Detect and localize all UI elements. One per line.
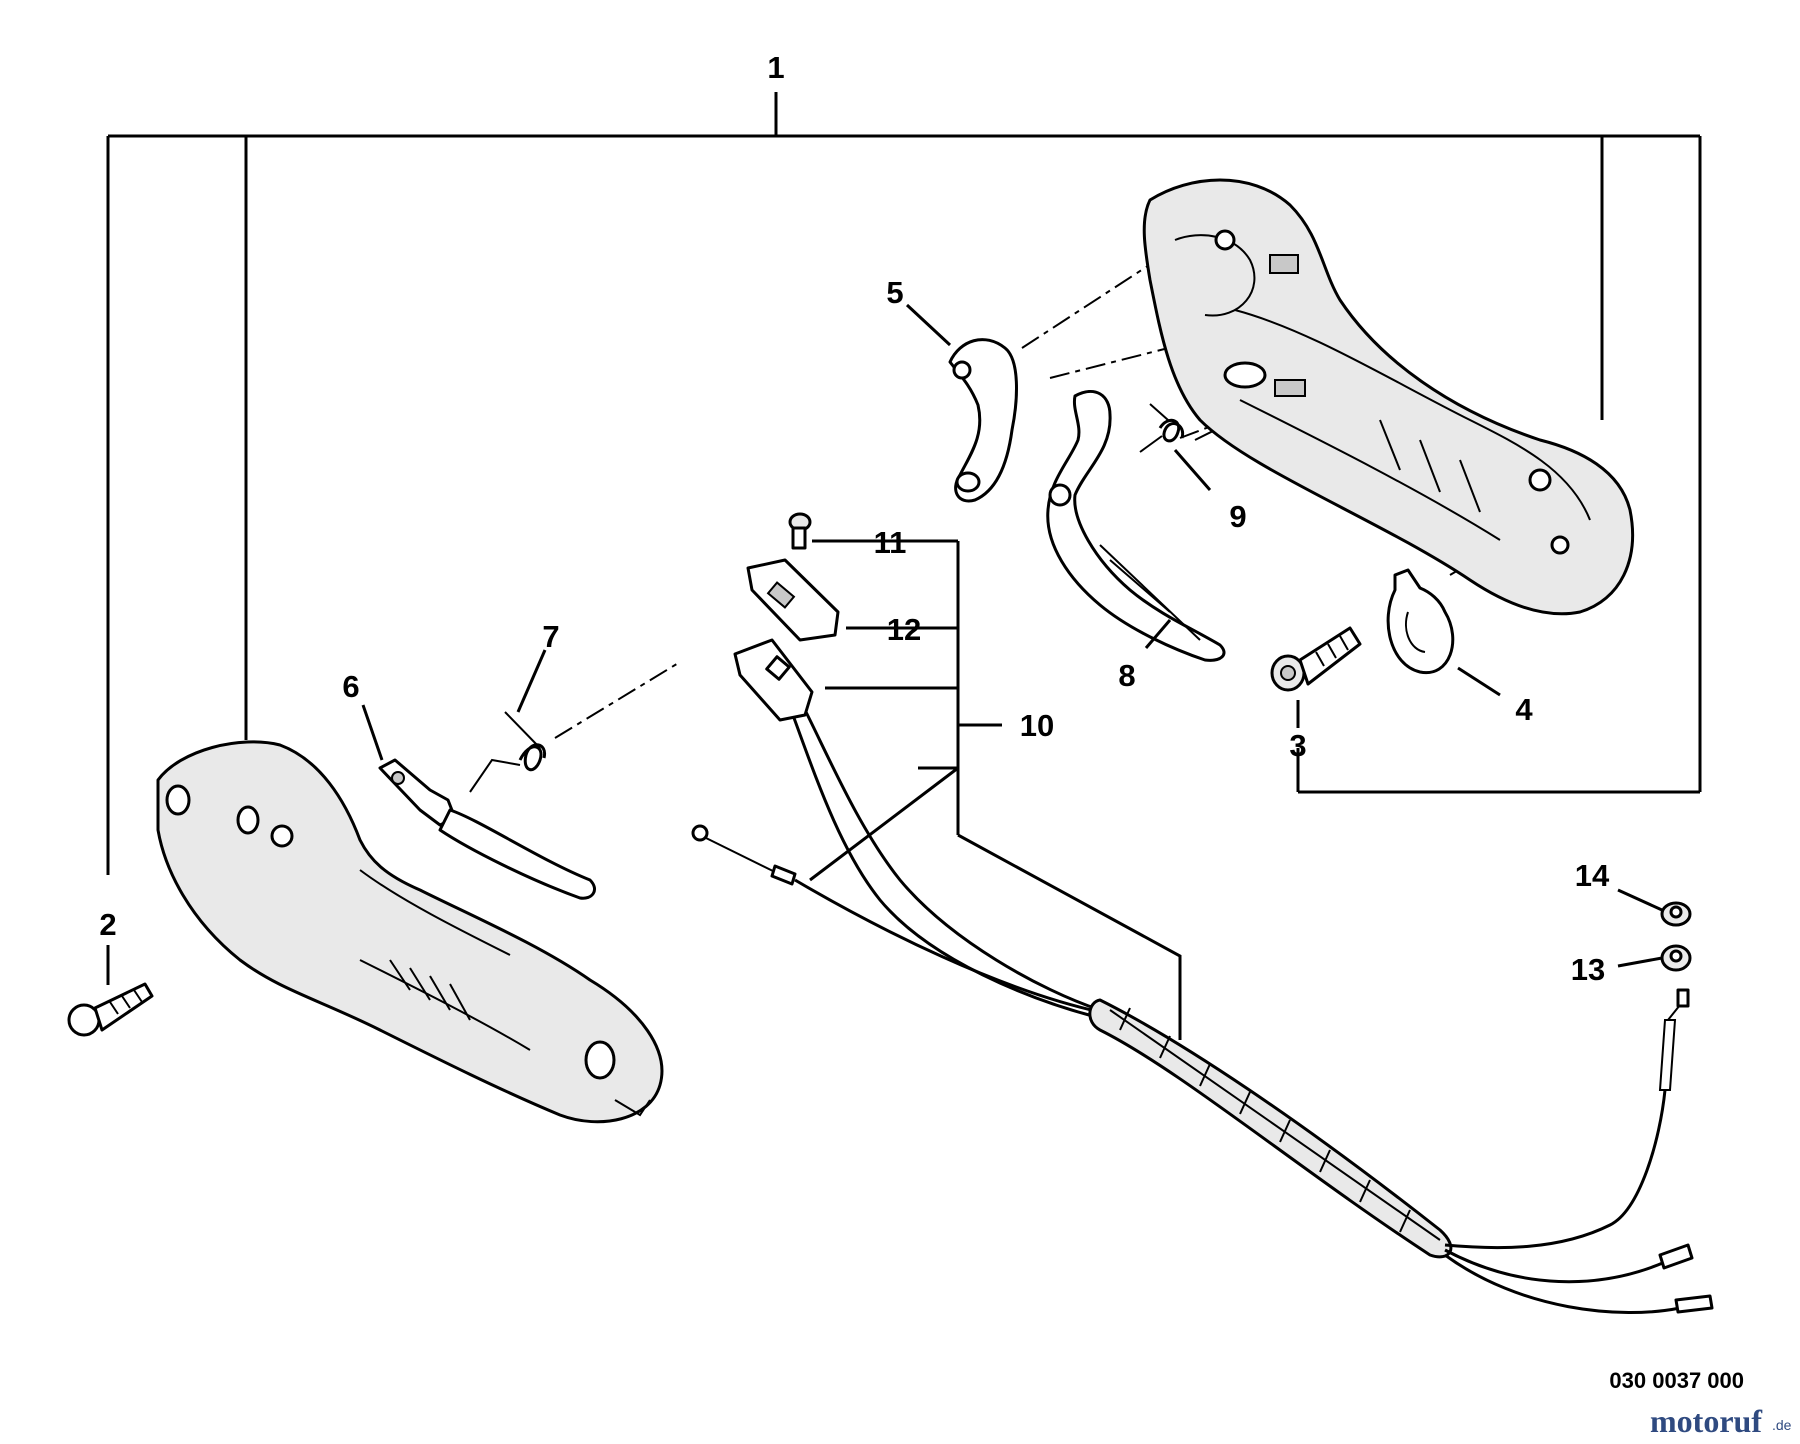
callout-7: 7 bbox=[542, 619, 559, 654]
callout-labels: 1 2 3 4 5 6 7 8 9 10 11 12 13 14 bbox=[99, 50, 1610, 987]
trigger-8 bbox=[1046, 390, 1226, 662]
screw-11 bbox=[788, 512, 812, 550]
cable-bracket bbox=[809, 539, 1182, 1040]
callout-14: 14 bbox=[1575, 858, 1610, 893]
watermark-suffix: .de bbox=[1772, 1417, 1792, 1433]
callout-4: 4 bbox=[1515, 692, 1533, 727]
callout-5: 5 bbox=[886, 275, 903, 310]
callout-10: 10 bbox=[1020, 708, 1054, 743]
lever-6 bbox=[378, 758, 596, 900]
screw-3 bbox=[1270, 626, 1362, 692]
callout-13: 13 bbox=[1571, 952, 1605, 987]
callout-11: 11 bbox=[874, 525, 907, 560]
assembly-bracket bbox=[106, 92, 1702, 875]
clamp-4 bbox=[1386, 568, 1455, 675]
callout-1: 1 bbox=[767, 50, 784, 85]
watermark-logo: motoruf .de bbox=[1650, 1403, 1792, 1439]
spring-9 bbox=[1139, 403, 1185, 453]
leader-lines bbox=[106, 303, 1663, 985]
clip-12 bbox=[746, 558, 840, 642]
switch-cable-10 bbox=[691, 638, 1714, 1315]
screw-2 bbox=[67, 982, 154, 1037]
callout-12: 12 bbox=[887, 612, 921, 647]
watermark-name: motoruf bbox=[1650, 1403, 1762, 1439]
handle-housing-left bbox=[156, 740, 664, 1124]
handle-housing-right bbox=[1142, 178, 1635, 616]
callout-3: 3 bbox=[1289, 728, 1306, 763]
spring-7 bbox=[469, 711, 547, 793]
callout-9: 9 bbox=[1229, 499, 1246, 534]
diagram-code: 030 0037 000 bbox=[1609, 1368, 1744, 1393]
callout-2: 2 bbox=[99, 907, 116, 942]
nut-14 bbox=[1660, 901, 1692, 927]
callout-6: 6 bbox=[342, 669, 359, 704]
callout-8: 8 bbox=[1118, 658, 1135, 693]
lever-5 bbox=[948, 338, 1018, 503]
nut-13 bbox=[1660, 944, 1692, 972]
